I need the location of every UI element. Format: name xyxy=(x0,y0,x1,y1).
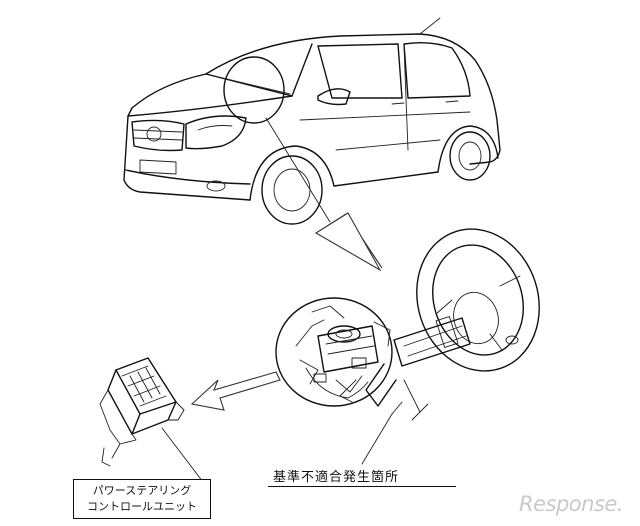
defect-label-underline xyxy=(268,486,456,487)
arrow-car-to-steering xyxy=(265,117,383,272)
control-unit-label-box: パワーステアリング コントロールユニット xyxy=(73,479,211,519)
arrow-to-control-unit xyxy=(190,371,281,411)
defect-leader-line xyxy=(361,401,403,465)
steering-column-illustration xyxy=(339,316,471,421)
car-illustration xyxy=(123,17,501,225)
defect-location-label: 基準不適合発生箇所 xyxy=(273,470,400,485)
response-watermark: Response. xyxy=(519,492,623,516)
control-unit-label-line1: パワーステアリング xyxy=(92,484,192,497)
steering-wheel-illustration xyxy=(416,228,540,372)
control-unit-label-line2: コントロールユニット xyxy=(87,500,197,513)
eps-motor-callout xyxy=(275,297,393,407)
control-unit-illustration xyxy=(99,357,207,487)
